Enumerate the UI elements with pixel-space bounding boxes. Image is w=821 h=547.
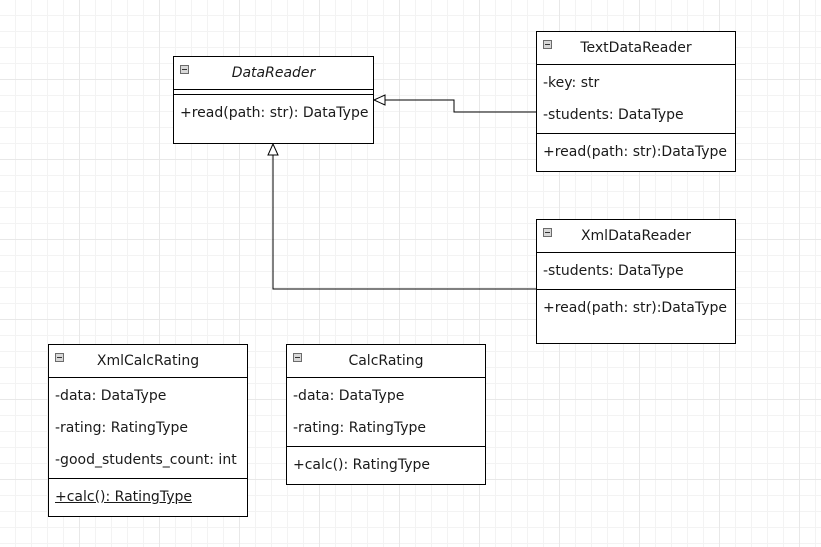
class-xmlcalcrating[interactable]: XmlCalcRating -data: DataType -rating: R… <box>48 344 248 517</box>
class-xmldatareader[interactable]: XmlDataReader -students: DataType +read(… <box>536 219 736 344</box>
class-header: XmlDataReader <box>537 220 735 253</box>
attributes-section: -key: str -students: DataType <box>537 65 735 134</box>
class-datareader[interactable]: DataReader +read(path: str): DataType <box>173 56 374 144</box>
attribute-row: -key: str <box>543 75 600 91</box>
class-header: DataReader <box>174 57 373 90</box>
method-row: +calc(): RatingType <box>293 457 430 473</box>
collapse-toggle-icon[interactable] <box>180 65 189 74</box>
attribute-row: -data: DataType <box>55 388 167 404</box>
attribute-row: -data: DataType <box>293 388 405 404</box>
class-calcrating[interactable]: CalcRating -data: DataType -rating: Rati… <box>286 344 486 485</box>
attribute-row: -rating: RatingType <box>55 420 188 436</box>
class-name: CalcRating <box>348 353 424 369</box>
methods-section: +read(path: str): DataType <box>174 95 373 131</box>
attribute-row: -rating: RatingType <box>293 420 426 436</box>
class-header: XmlCalcRating <box>49 345 247 378</box>
attributes-section <box>174 90 373 95</box>
attribute-row: -good_students_count: int <box>55 452 237 468</box>
collapse-toggle-icon[interactable] <box>293 353 302 362</box>
attributes-section: -data: DataType -rating: RatingType -goo… <box>49 378 247 479</box>
inheritance-arrowhead <box>267 142 279 156</box>
class-name: XmlCalcRating <box>96 353 200 369</box>
methods-section: +calc(): RatingType <box>49 479 247 515</box>
collapse-toggle-icon[interactable] <box>55 353 64 362</box>
class-textdatareader[interactable]: TextDataReader -key: str -students: Data… <box>536 31 736 172</box>
methods-section: +calc(): RatingType <box>287 447 485 483</box>
methods-section: +read(path: str):DataType <box>537 134 735 170</box>
collapse-toggle-icon[interactable] <box>543 40 552 49</box>
class-name: XmlDataReader <box>580 228 692 244</box>
attribute-row: -students: DataType <box>543 263 684 279</box>
attributes-section: -students: DataType <box>537 253 735 290</box>
attributes-section: -data: DataType -rating: RatingType <box>287 378 485 447</box>
class-header: TextDataReader <box>537 32 735 65</box>
method-row: +read(path: str): DataType <box>180 105 369 121</box>
static-method-row: +calc(): RatingType <box>55 489 192 505</box>
class-name: DataReader <box>231 65 316 81</box>
methods-section: +read(path: str):DataType <box>537 290 735 326</box>
generalization-xml-to-datareader <box>267 142 536 290</box>
class-header: CalcRating <box>287 345 485 378</box>
inheritance-arrowhead <box>372 94 386 106</box>
collapse-toggle-icon[interactable] <box>543 228 552 237</box>
method-row: +read(path: str):DataType <box>543 300 728 316</box>
attribute-row: -students: DataType <box>543 107 684 123</box>
generalization-text-to-datareader <box>372 94 536 113</box>
class-name: TextDataReader <box>580 40 692 56</box>
method-row: +read(path: str):DataType <box>543 144 728 160</box>
